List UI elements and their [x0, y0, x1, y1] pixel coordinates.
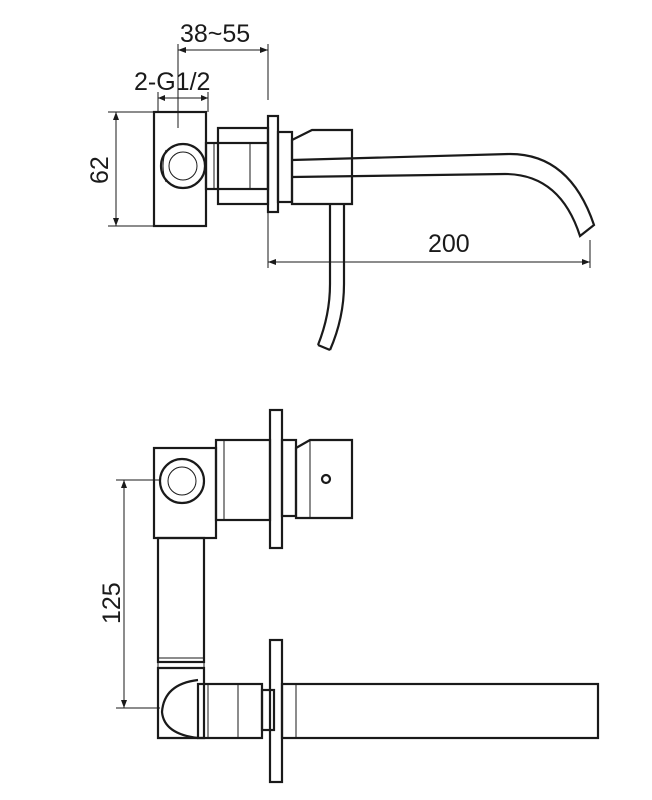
hub — [276, 130, 294, 204]
lower-wall-plate — [268, 638, 284, 784]
dimension-outlet-range: 38~55 — [177, 20, 269, 128]
spout — [291, 152, 596, 238]
dimension-spout-reach: 200 — [267, 200, 591, 268]
handle-front — [294, 438, 354, 520]
wall-plate — [266, 114, 280, 214]
riser-pipe — [156, 536, 206, 664]
lower-elbow — [156, 666, 206, 740]
dimension-body-height: 62 — [86, 111, 154, 227]
upper-inlet-port — [158, 457, 206, 505]
inlet-port — [159, 142, 207, 190]
spout-front — [280, 682, 600, 740]
dimension-outlet-range-label: 38~55 — [180, 20, 250, 48]
handle-indicator-dot — [320, 473, 332, 485]
upper-hub — [280, 438, 298, 518]
cartridge-housing — [216, 126, 270, 206]
dimension-centre-distance-label: 125 — [98, 582, 126, 624]
upper-wall-plate — [268, 408, 284, 550]
handle-body — [290, 128, 354, 206]
lever — [316, 204, 346, 351]
dimension-body-height-label: 62 — [86, 156, 114, 184]
dimension-inlet-thread: 2-G1/2 — [134, 68, 210, 112]
dimension-spout-reach-label: 200 — [428, 230, 470, 258]
connector-sleeve — [204, 141, 270, 191]
dimension-centre-distance: 125 — [98, 479, 160, 709]
front-elevation-view: 125 — [98, 408, 600, 784]
dimension-inlet-thread-label: 2-G1/2 — [134, 68, 210, 96]
side-elevation-view: 38~55 2-G1/2 62 200 — [86, 20, 596, 352]
